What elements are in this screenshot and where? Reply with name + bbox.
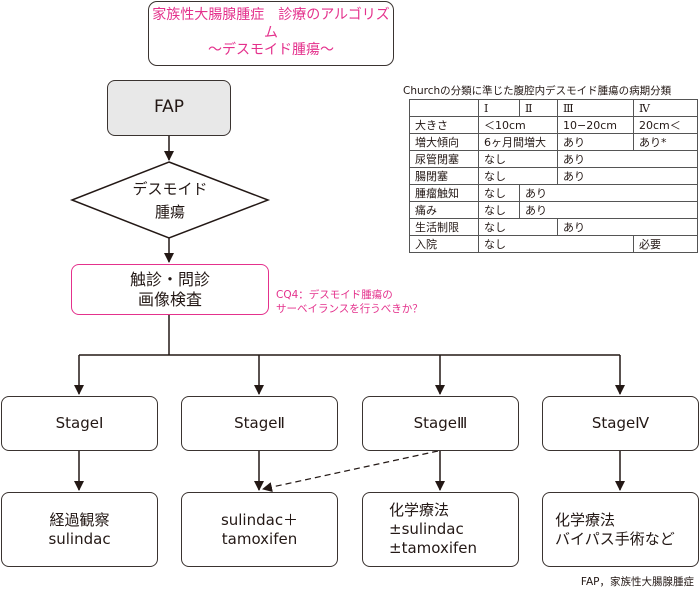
table-row: 尿管閉塞なしあり xyxy=(409,150,698,168)
exam-line2: 画像検査 xyxy=(137,289,202,309)
table-cell: 20cm＜ xyxy=(633,116,698,134)
abbreviation-footnote: FAP，家族性大腸腺腫症 xyxy=(580,576,694,588)
stage-2-box: StageⅡ xyxy=(181,396,338,451)
title-line2: 〜デスモイド腫瘍〜 xyxy=(208,42,334,59)
row-label: 入院 xyxy=(409,235,479,253)
treatment-line: sulindac xyxy=(48,529,111,548)
table-cell: 10−20cm xyxy=(557,116,634,134)
treatment-line: バイパス手術など xyxy=(555,529,675,548)
table-cell: あり xyxy=(557,133,634,151)
stage-3-treatment-box: 化学療法 ±sulindac ±tamoxifen xyxy=(362,492,519,567)
table-cell: あり xyxy=(519,201,698,219)
table-cell: なし xyxy=(478,167,558,185)
table-row: 腫瘤触知なしあり xyxy=(409,184,698,202)
table-header-cell: Ⅳ xyxy=(633,99,698,117)
table-cell: なし xyxy=(478,150,558,168)
decision-line2: 腫瘍 xyxy=(154,202,185,221)
clinical-question-note: CQ4：デスモイド腫瘍の サーベイランスを行うべきか？ xyxy=(276,289,423,316)
table-cell: 6ヶ月間増大 xyxy=(478,133,558,151)
treatment-line: tamoxifen xyxy=(221,529,298,548)
exam-line1: 触診・問診 xyxy=(129,269,210,289)
row-label: 大きさ xyxy=(409,116,479,134)
treatment-line: ±sulindac xyxy=(389,520,464,539)
stage-1-box: StageⅠ xyxy=(1,396,158,451)
table-row: 腸閉塞なしあり xyxy=(409,167,698,185)
table-row: 入院なし必要 xyxy=(409,235,698,253)
stage-4-treatment-box: 化学療法 バイパス手術など xyxy=(542,492,699,567)
row-label: 生活制限 xyxy=(409,218,479,236)
treatment-line: 化学療法 xyxy=(555,510,616,529)
table-header-cell: Ⅱ xyxy=(519,99,558,117)
cq-line2: サーベイランスを行うべきか？ xyxy=(276,302,423,315)
table-cell: あり xyxy=(557,167,698,185)
table-cell: あり xyxy=(519,184,698,202)
table-row: 痛みなしあり xyxy=(409,201,698,219)
table-cell: あり xyxy=(557,150,698,168)
table-caption: Churchの分類に準じた腹腔内デスモイド腫瘍の病期分類 xyxy=(403,85,672,97)
stage-2-label: StageⅡ xyxy=(234,414,285,433)
treatment-line: 化学療法 xyxy=(389,501,450,520)
table-cell: なし xyxy=(478,184,520,202)
table-cell: なし xyxy=(478,201,520,219)
decision-label: デスモイド 腫瘍 xyxy=(100,178,240,223)
fap-start-box: FAP xyxy=(107,80,231,136)
stage-3-label: StageⅢ xyxy=(413,414,468,433)
table-cell: あり xyxy=(557,218,698,236)
table-cell: あり* xyxy=(633,133,698,151)
title-line1: 家族性大腸腺腫症 診療のアルゴリズム xyxy=(152,7,390,41)
treatment-line: 経過観察 xyxy=(49,510,110,529)
treatment-line: ±tamoxifen xyxy=(389,538,478,557)
stage-3-box: StageⅢ xyxy=(362,396,519,451)
stage-1-label: StageⅠ xyxy=(55,414,104,433)
table-cell: 必要 xyxy=(633,235,698,253)
examination-box: 触診・問診 画像検査 xyxy=(71,264,269,315)
decision-line1: デスモイド xyxy=(132,180,208,198)
row-label: 腫瘤触知 xyxy=(409,184,479,202)
row-label: 痛み xyxy=(409,201,479,219)
row-label: 腸閉塞 xyxy=(409,167,479,185)
stage-4-box: StageⅣ xyxy=(542,396,699,451)
table-cell: なし xyxy=(478,235,634,253)
dashed-arrow-stage3-to-stage2-treatment xyxy=(262,450,439,492)
cq-line1: CQ4：デスモイド腫瘍の xyxy=(276,289,393,301)
table-header-cell xyxy=(409,99,479,117)
fap-label: FAP xyxy=(153,97,185,118)
title-box: 家族性大腸腺腫症 診療のアルゴリズム 〜デスモイド腫瘍〜 xyxy=(148,1,394,66)
row-label: 尿管閉塞 xyxy=(409,150,479,168)
stage-1-treatment-box: 経過観察 sulindac xyxy=(1,492,158,567)
table-row: 生活制限なしあり xyxy=(409,218,698,236)
table-cell: ＜10cm xyxy=(478,116,558,134)
row-label: 増大傾向 xyxy=(409,133,479,151)
table-cell: なし xyxy=(478,218,558,236)
treatment-line: sulindac＋ xyxy=(220,510,299,529)
table-header-cell: Ⅲ xyxy=(557,99,634,117)
stage-2-treatment-box: sulindac＋ tamoxifen xyxy=(181,492,338,567)
table-header-cell: Ⅰ xyxy=(478,99,520,117)
stage-4-label: StageⅣ xyxy=(591,414,650,433)
